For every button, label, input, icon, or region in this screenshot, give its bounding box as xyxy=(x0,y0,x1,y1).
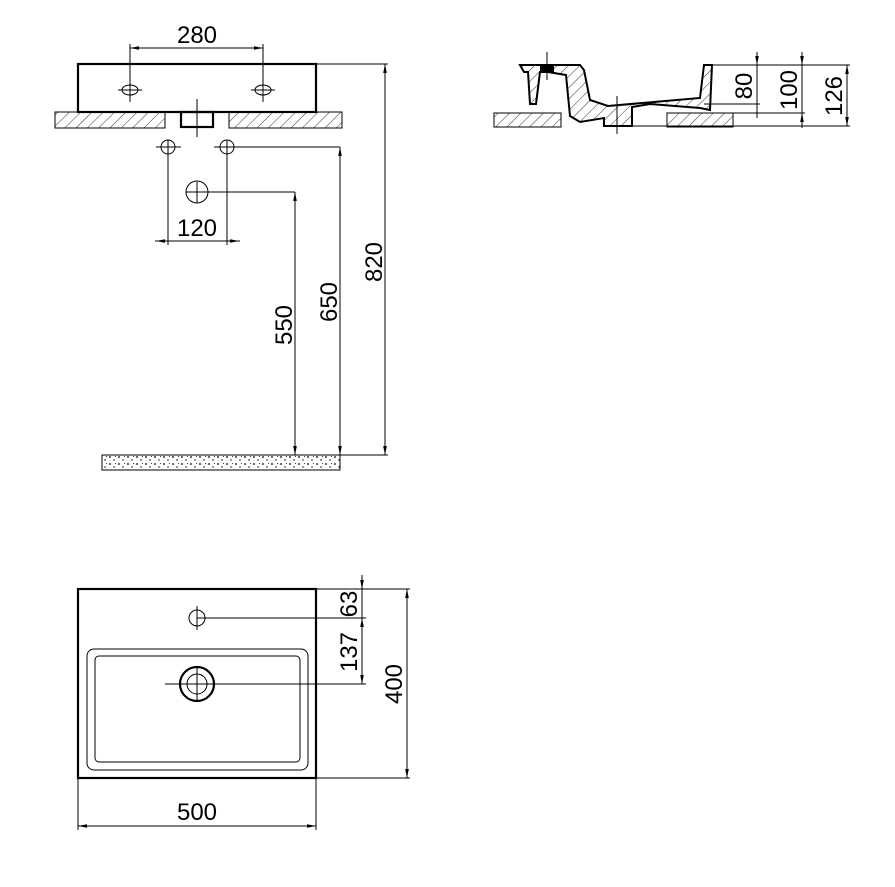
waste-pipe xyxy=(185,180,295,204)
dim-280: 280 xyxy=(177,22,217,49)
drain-hole xyxy=(178,648,216,703)
dim-126: 126 xyxy=(821,76,848,116)
dim-400: 400 xyxy=(381,664,408,704)
dim-100: 100 xyxy=(776,70,803,110)
side-view: 80 100 126 xyxy=(493,52,850,134)
dim-820: 820 xyxy=(361,242,388,282)
supply-pipe-right xyxy=(214,139,340,155)
dim-500: 500 xyxy=(177,799,217,826)
counter-right-side xyxy=(666,112,734,128)
counter-left-side xyxy=(493,112,562,128)
bowl-inner xyxy=(94,655,301,763)
floor xyxy=(101,454,341,471)
counter-left xyxy=(54,111,166,129)
dim-650: 650 xyxy=(316,282,343,322)
dim-137: 137 xyxy=(336,632,363,672)
plan-view: 63 137 400 500 xyxy=(76,575,410,830)
dim-120: 120 xyxy=(177,215,217,242)
dim-80: 80 xyxy=(731,73,758,100)
dim-550: 550 xyxy=(271,305,298,345)
dim-63: 63 xyxy=(336,591,363,618)
front-view: 280 120 550 650 820 xyxy=(54,22,388,471)
counter-right xyxy=(228,111,343,129)
